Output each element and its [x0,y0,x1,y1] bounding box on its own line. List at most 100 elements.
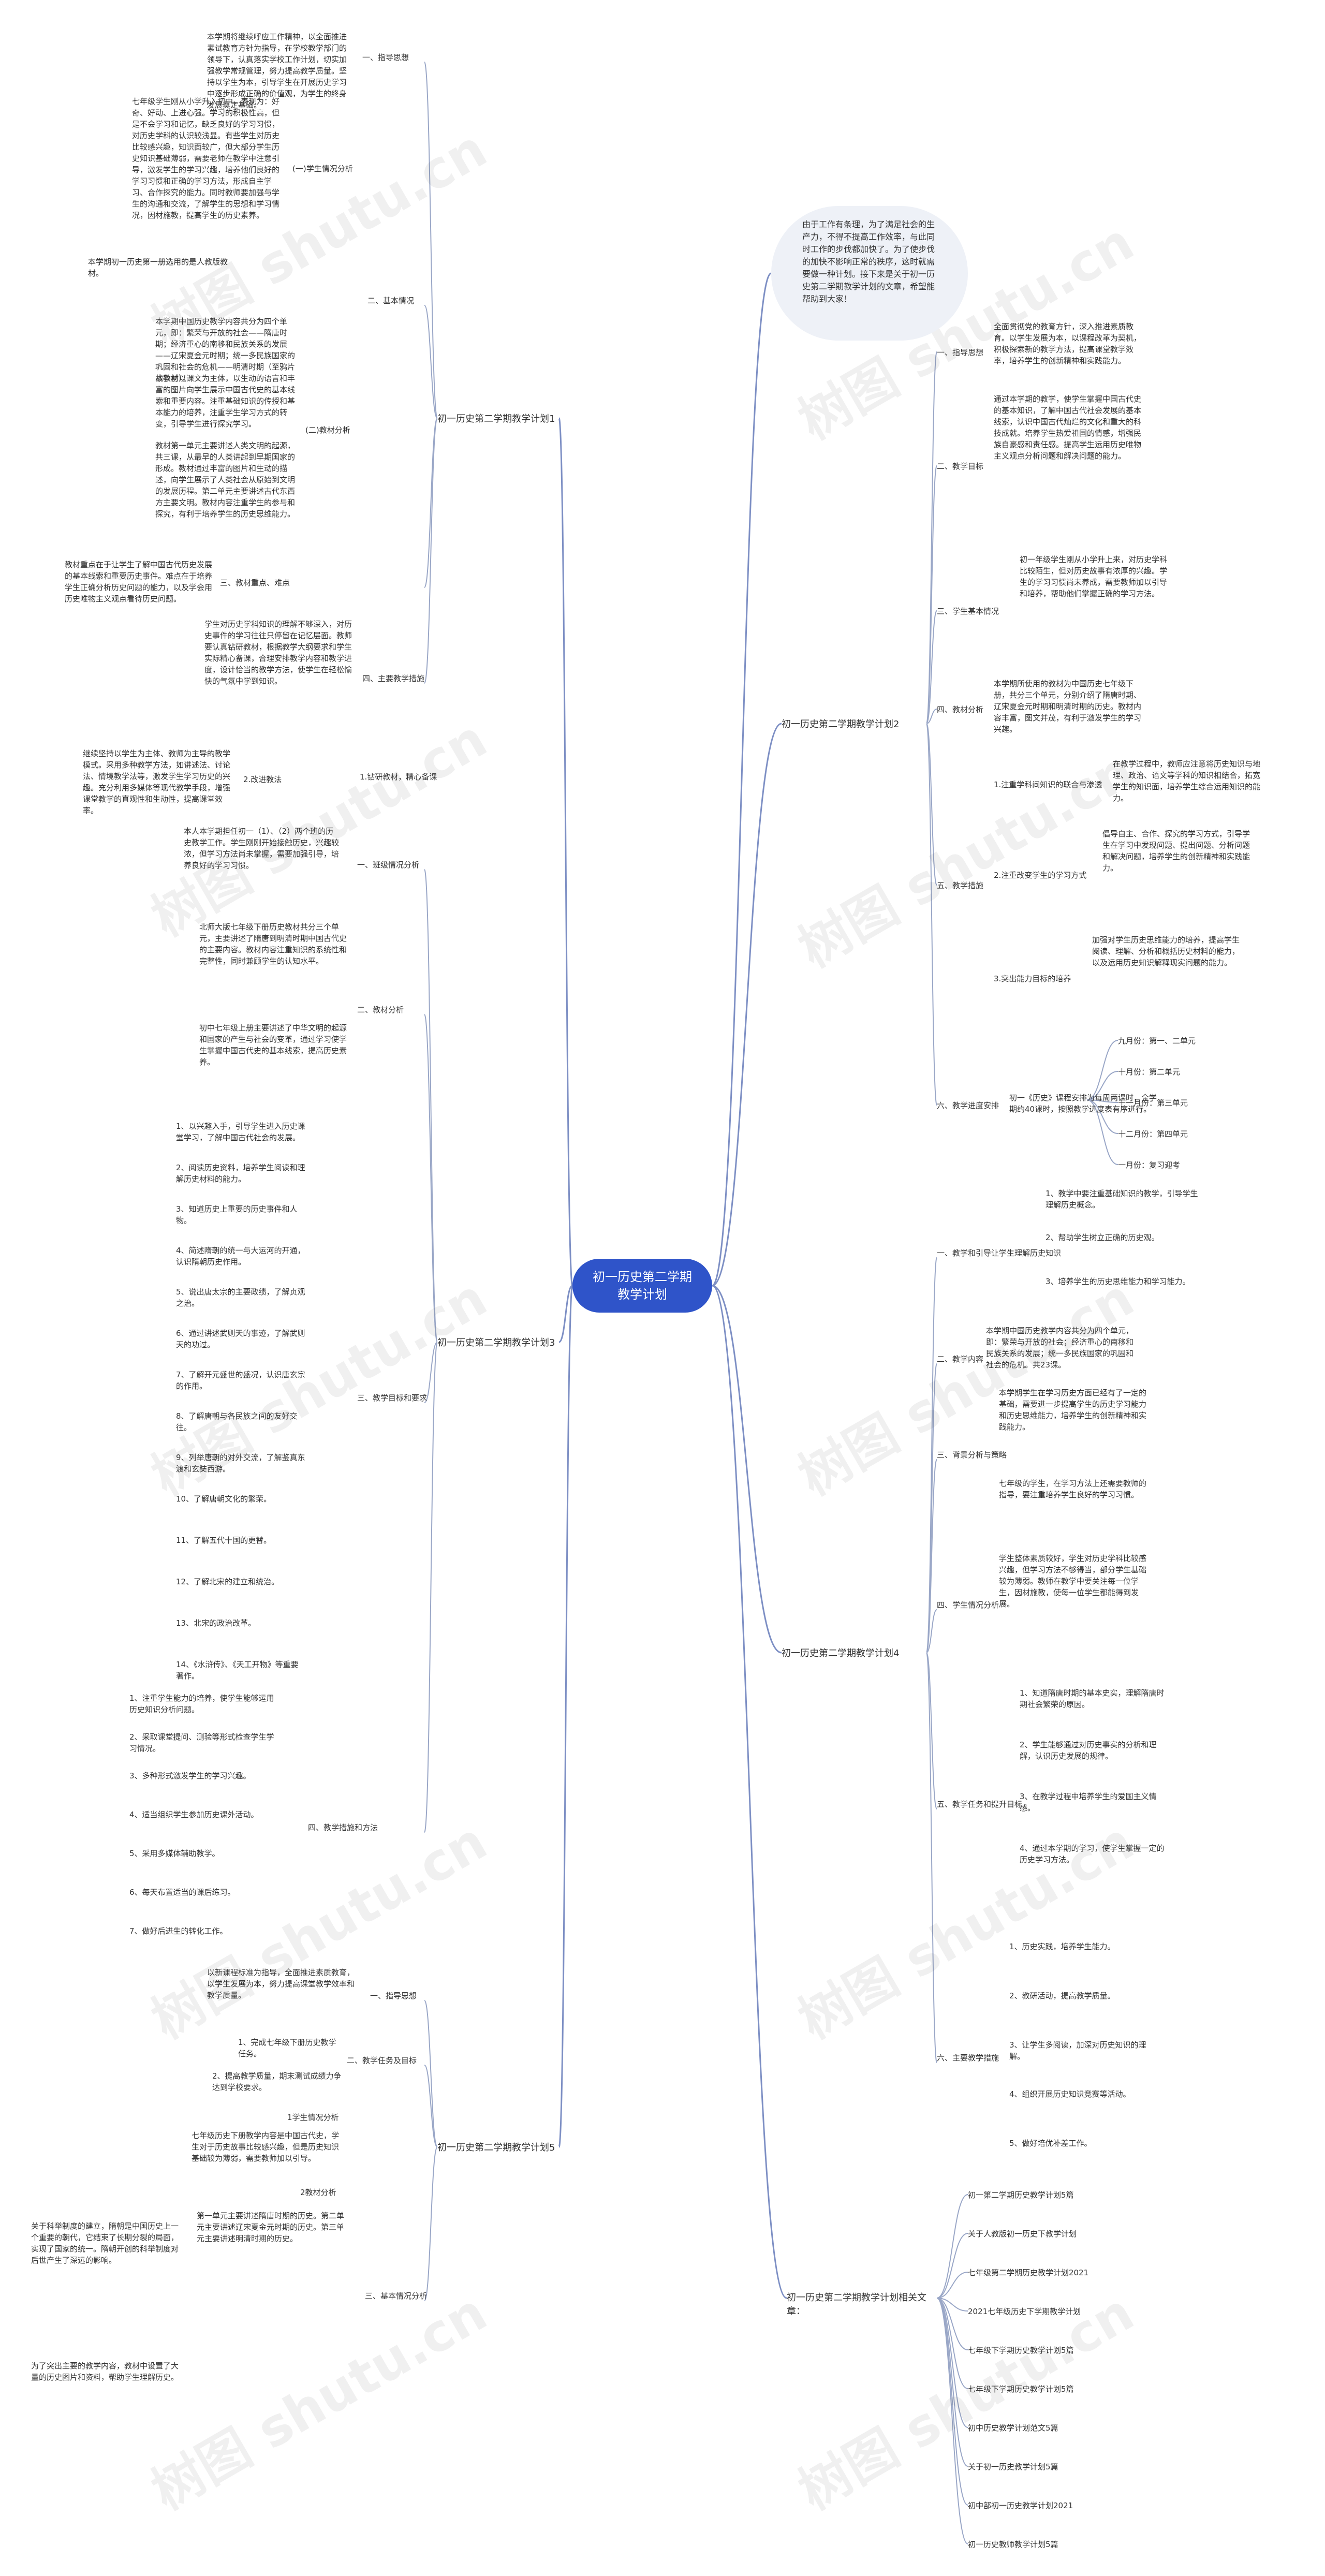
plan3-s1-label[interactable]: 一、班级情况分析 [357,860,420,870]
plan2-s5a-text: 在教学过程中，教师应注意将历史知识与地理、政治、语文等学科的知识相结合，拓宽学生… [1113,759,1261,803]
plan1-s4b-label[interactable]: 2.改进教法 [243,775,282,784]
root-title: 初一历史第二学期教学计划 [593,1270,692,1302]
connector-line [926,1459,937,1653]
plan2-s5-label[interactable]: 五、教学措施 [937,881,984,890]
related-article-link[interactable]: 七年级下学期历史教学计划5篇 [968,2384,1074,2394]
plan1-s2a-text: 七年级学生刚从小学升入初中，表现为：好奇、好动、上进心强。学习的积极性高，但是不… [132,97,280,220]
plan4-s5-item: 3、在教学过程中培养学生的爱国主义情感。 [1020,1792,1157,1813]
plan2-s4-label[interactable]: 四、教材分析 [937,705,984,714]
plan2-s5b-label[interactable]: 2.注重改变学生的学习方式 [994,871,1087,880]
plan3-goal-item: 7、了解开元盛世的盛况，认识唐玄宗的作用。 [176,1370,305,1391]
plan1-s2-label[interactable]: 二、基本情况 [367,296,415,305]
plan5-s3a-label[interactable]: 1学生情况分析 [287,2113,339,2122]
plan3-measure-item: 7、做好后进生的转化工作。 [129,1926,228,1936]
plan3-measure-item: 2、采取课堂提问、测验等形式检查学生学习情况。 [129,1732,274,1753]
related-article-link[interactable]: 初中历史教学计划范文5篇 [968,2423,1058,2433]
connector-line [712,723,782,1287]
plan1-s2b-label[interactable]: (二)教材分析 [305,425,350,435]
branch-plan-3[interactable]: 初一历史第二学期教学计划3 [437,1335,555,1349]
plan1-s4a-label[interactable]: 1.钻研教材，精心备课 [360,772,437,782]
plan3-s2-t1: 北师大版七年级下册历史教材共分三个单元，主要讲述了隋唐到明清时期中国古代史的主要… [199,922,347,966]
plan5-s2-label[interactable]: 二、教学任务及目标 [347,2056,417,2065]
plan3-s3-label[interactable]: 三、教学目标和要求 [357,1393,428,1403]
branch-related[interactable]: 初一历史第二学期教学计划相关文章： [787,2290,937,2317]
connector-line [926,465,937,724]
branch-plan-5[interactable]: 初一历史第二学期教学计划5 [437,2140,555,2154]
plan2-s2-label[interactable]: 二、教学目标 [937,462,984,471]
connector-line [424,305,438,419]
connector-line [1086,1040,1118,1100]
plan2-s5c-label[interactable]: 3.突出能力目标的培养 [994,974,1071,983]
plan3-s4-label[interactable]: 四、教学措施和方法 [308,1823,378,1832]
plan4-s6-item: 3、让学生多阅读，加深对历史知识的理解。 [1009,2040,1146,2061]
branch-plan-4[interactable]: 初一历史第二学期教学计划4 [782,1646,900,1659]
related-article-link[interactable]: 2021七年级历史下学期教学计划 [968,2307,1081,2316]
root-node[interactable]: 初一历史第二学期教学计划 [572,1259,712,1313]
plan1-s4b-text: 继续坚持以学生为主体、教师为主导的教学模式。采用多种教学方法，如讲述法、讨论法、… [83,749,231,815]
connector-line [712,272,772,1287]
plan4-s3-t1: 本学期学生在学习历史方面已经有了一定的基础，需要进一步提高学生的历史学习能力和历… [999,1388,1147,1432]
connector-line [424,2065,438,2147]
plan3-goal-item: 12、了解北宋的建立和统治。 [176,1577,279,1586]
plan2-s3-label[interactable]: 三、学生基本情况 [937,607,999,616]
plan2-s5a-label[interactable]: 1.注重学科间知识的联合与渗透 [994,780,1102,789]
plan3-goal-item: 10、了解唐朝文化的繁荣。 [176,1494,272,1504]
plan2-s6-item[interactable]: 一月份：复习迎考 [1118,1160,1181,1170]
plan4-s5-item: 2、学生能够通过对历史事实的分析和理解，认识历史发展的规律。 [1020,1740,1157,1761]
plan1-s2b-t2: 本学期中国历史教学内容共分为四个单元，即：繁荣与开放的社会——隋唐时期；经济重心… [155,317,296,383]
connector-line [424,2146,438,2301]
plan1-s4-label[interactable]: 四、主要教学措施 [362,674,425,683]
plan2-s6-item[interactable]: 十一月份：第三单元 [1118,1098,1188,1108]
plan4-s6-item: 5、做好培优补差工作。 [1009,2139,1092,2148]
plan2-s5c-text: 加强对学生历史思维能力的培养，提高学生阅读、理解、分析和概括历史材料的能力，以及… [1092,935,1240,967]
plan5-s3b-label[interactable]: 2教材分析 [300,2188,336,2197]
connector-line [558,1285,573,2148]
related-article-link[interactable]: 初中部初一历史教学计划2021 [968,2501,1073,2510]
plan3-measure-item: 4、适当组织学生参加历史课外活动。 [129,1810,259,1819]
connector-line [926,1609,937,1653]
plan4-s1-label[interactable]: 一、教学和引导让学生理解历史知识 [937,1248,1062,1258]
plan2-s6-item[interactable]: 十月份：第二单元 [1118,1067,1181,1077]
related-article-link[interactable]: 七年级下学期历史教学计划5篇 [968,2346,1074,2355]
plan4-s2-label[interactable]: 二、教学内容 [937,1355,984,1364]
plan2-s1-label[interactable]: 一、指导思想 [937,348,984,357]
plan1-s2a-label[interactable]: (一)学生情况分析 [292,164,353,173]
branch-plan-2[interactable]: 初一历史第二学期教学计划2 [782,717,900,730]
plan1-s3-label[interactable]: 三、教材重点、难点 [220,578,290,587]
connector-line [926,1652,937,1809]
plan4-s5-label[interactable]: 五、教学任务和提升目标 [937,1800,1023,1809]
related-article-link[interactable]: 关于初一历史教学计划5篇 [968,2462,1058,2471]
plan2-s3-text: 初一年级学生刚从小学升上来，对历史学科比较陌生，但对历史故事有浓厚的兴趣。学生的… [1020,555,1168,598]
plan3-goal-item: 4、简述隋朝的统一与大运河的开通，认识隋朝历史作用。 [176,1246,305,1267]
plan1-s1-label[interactable]: 一、指导思想 [362,53,409,62]
connector-line [936,2272,968,2299]
connector-line [926,610,937,724]
plan4-s1-item: 2、帮助学生树立正确的历史观。 [1046,1233,1159,1242]
connector-line [424,2000,438,2147]
plan3-goal-item: 3、知道历史上重要的历史事件和人物。 [176,1204,298,1225]
plan4-s6-label[interactable]: 六、主要教学措施 [937,2053,999,2063]
plan5-s1-text: 以新课程标准为指导，全面推进素质教育，以学生发展为本，努力提高课堂教学效率和教学… [207,1968,355,2000]
related-article-link[interactable]: 初一第二学期历史教学计划5篇 [968,2190,1074,2200]
related-article-link[interactable]: 七年级第二学期历史教学计划2021 [968,2268,1089,2277]
plan1-s2b-t1: 本学期初一历史第一册选用的是人教版教材。 [88,257,228,278]
plan3-goal-item: 2、阅读历史资料，培养学生阅读和理解历史材料的能力。 [176,1163,305,1184]
connector-line [926,1257,937,1653]
connector-line [712,1285,787,2299]
intro-text: 由于工作有条理，为了满足社会的生产力，不得不提高工作效率，与此同时工作的步伐都加… [802,219,935,304]
plan2-s6-item[interactable]: 十二月份：第四单元 [1118,1129,1188,1139]
plan5-s1-label[interactable]: 一、指导思想 [370,1991,417,2000]
plan5-s3-label[interactable]: 三、基本情况分析 [365,2291,428,2301]
related-article-link[interactable]: 关于人教版初一历史下教学计划 [968,2229,1077,2239]
plan2-s6-label[interactable]: 六、教学进度安排 [937,1101,999,1110]
plan3-s2-label[interactable]: 二、教材分析 [357,1005,404,1014]
related-article-link[interactable]: 初一历史教师教学计划5篇 [968,2540,1058,2549]
plan2-s6-item[interactable]: 九月份：第一、二单元 [1118,1036,1196,1046]
connector-line [926,709,937,724]
connector-line [926,723,937,886]
plan1-s4a-text: 学生对历史学科知识的理解不够深入，对历史事件的学习往往只停留在记忆层面。教师要认… [204,620,352,686]
plan4-s4-label[interactable]: 四、学生情况分析 [937,1600,999,1610]
plan4-s3-label[interactable]: 三、背景分析与策略 [937,1450,1007,1460]
branch-plan-1[interactable]: 初一历史第二学期教学计划1 [437,411,555,425]
